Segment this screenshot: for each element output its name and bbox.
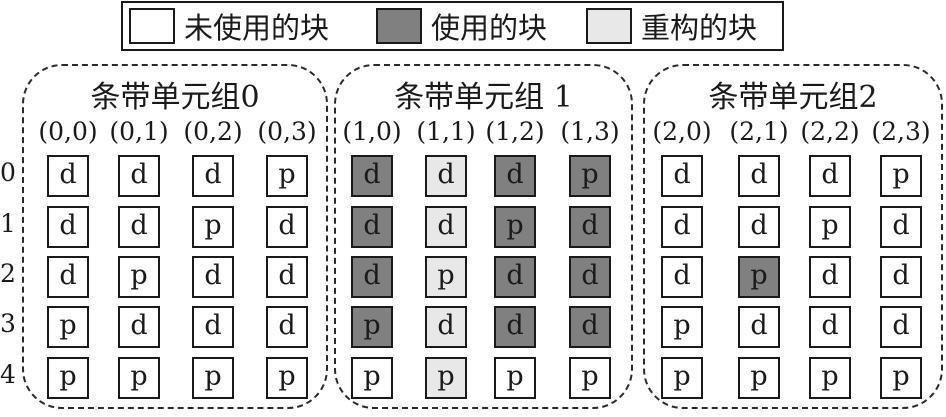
block-parity-unused: p bbox=[661, 357, 703, 399]
legend-label-used: 使用的块 bbox=[431, 11, 548, 45]
block-parity-unused: p bbox=[880, 155, 922, 197]
block-data-unused: d bbox=[738, 206, 780, 248]
block-data-recon: d bbox=[425, 206, 467, 248]
block-data-used: d bbox=[351, 155, 393, 197]
block-parity-unused: p bbox=[118, 256, 160, 298]
block-parity-used: p bbox=[738, 256, 780, 298]
row-label: 4 bbox=[0, 360, 16, 389]
column-label: (0,0) bbox=[38, 117, 98, 146]
block-parity-unused: p bbox=[266, 155, 308, 197]
stripe-group-2: 条带单元组2 bbox=[643, 64, 943, 409]
block-parity-unused: p bbox=[880, 357, 922, 399]
block-parity-unused: p bbox=[569, 357, 611, 399]
block-data-unused: d bbox=[661, 206, 703, 248]
block-parity-unused: p bbox=[661, 306, 703, 348]
row-label: 2 bbox=[0, 259, 16, 288]
block-data-unused: d bbox=[192, 256, 234, 298]
legend-item-used: 使用的块 bbox=[376, 3, 547, 49]
block-data-unused: d bbox=[880, 206, 922, 248]
column-label: (2,3) bbox=[871, 117, 931, 146]
block-data-unused: d bbox=[47, 155, 89, 197]
legend-item-reconstructed: 重构的块 bbox=[586, 3, 757, 49]
column-label: (2,1) bbox=[729, 117, 789, 146]
block-data-unused: d bbox=[880, 256, 922, 298]
block-data-unused: d bbox=[738, 306, 780, 348]
block-parity-recon: p bbox=[425, 357, 467, 399]
legend-item-unused: 未使用的块 bbox=[129, 3, 329, 49]
column-label: (1,1) bbox=[416, 117, 476, 146]
column-label: (0,2) bbox=[183, 117, 243, 146]
legend-label-unused: 未使用的块 bbox=[184, 11, 330, 45]
block-parity-unused: p bbox=[266, 357, 308, 399]
block-data-used: d bbox=[569, 256, 611, 298]
block-parity-unused: p bbox=[351, 357, 393, 399]
block-data-recon: d bbox=[425, 306, 467, 348]
block-parity-unused: p bbox=[192, 206, 234, 248]
block-data-used: d bbox=[494, 256, 536, 298]
block-parity-unused: p bbox=[47, 306, 89, 348]
block-data-used: d bbox=[569, 206, 611, 248]
row-label: 0 bbox=[0, 158, 16, 187]
column-label: (1,0) bbox=[342, 117, 402, 146]
block-data-unused: d bbox=[118, 155, 160, 197]
block-data-unused: d bbox=[809, 306, 851, 348]
block-data-unused: d bbox=[266, 256, 308, 298]
block-parity-used: p bbox=[494, 206, 536, 248]
block-data-unused: d bbox=[118, 306, 160, 348]
block-data-used: d bbox=[494, 306, 536, 348]
stripe-group-0: 条带单元组0 bbox=[22, 64, 328, 409]
column-label: (1,2) bbox=[485, 117, 545, 146]
block-data-unused: d bbox=[266, 306, 308, 348]
block-parity-unused: p bbox=[118, 357, 160, 399]
block-data-unused: d bbox=[266, 206, 308, 248]
block-data-unused: d bbox=[880, 306, 922, 348]
column-label: (0,1) bbox=[109, 117, 169, 146]
column-label: (1,3) bbox=[560, 117, 620, 146]
group-title: 条带单元组 1 bbox=[394, 80, 573, 115]
block-data-used: d bbox=[569, 306, 611, 348]
block-parity-used: p bbox=[569, 155, 611, 197]
block-data-unused: d bbox=[661, 256, 703, 298]
block-data-unused: d bbox=[118, 206, 160, 248]
block-data-unused: d bbox=[47, 206, 89, 248]
legend: 未使用的块 使用的块 重构的块 bbox=[121, 1, 784, 51]
stripe-group-1: 条带单元组 1 bbox=[334, 64, 633, 409]
block-parity-unused: p bbox=[47, 357, 89, 399]
block-data-used: d bbox=[351, 206, 393, 248]
block-data-recon: d bbox=[425, 155, 467, 197]
block-data-unused: d bbox=[809, 155, 851, 197]
group-title: 条带单元组0 bbox=[90, 80, 260, 115]
block-data-unused: d bbox=[192, 306, 234, 348]
block-parity-recon: p bbox=[425, 256, 467, 298]
column-label: (0,3) bbox=[257, 117, 317, 146]
block-data-unused: d bbox=[47, 256, 89, 298]
block-parity-unused: p bbox=[738, 357, 780, 399]
block-data-unused: d bbox=[192, 155, 234, 197]
legend-swatch-used bbox=[376, 8, 422, 44]
column-label: (2,2) bbox=[800, 117, 860, 146]
block-parity-used: p bbox=[351, 306, 393, 348]
block-parity-unused: p bbox=[809, 206, 851, 248]
legend-label-reconstructed: 重构的块 bbox=[641, 11, 758, 45]
block-data-unused: d bbox=[738, 155, 780, 197]
row-label: 1 bbox=[0, 209, 16, 238]
block-data-unused: d bbox=[809, 256, 851, 298]
column-label: (2,0) bbox=[652, 117, 712, 146]
legend-swatch-reconstructed bbox=[586, 8, 632, 44]
group-title: 条带单元组2 bbox=[708, 80, 878, 115]
legend-swatch-unused bbox=[129, 8, 175, 44]
block-parity-unused: p bbox=[192, 357, 234, 399]
block-data-unused: d bbox=[661, 155, 703, 197]
block-data-used: d bbox=[351, 256, 393, 298]
block-parity-unused: p bbox=[494, 357, 536, 399]
block-parity-unused: p bbox=[809, 357, 851, 399]
row-label: 3 bbox=[0, 309, 16, 338]
block-data-used: d bbox=[494, 155, 536, 197]
